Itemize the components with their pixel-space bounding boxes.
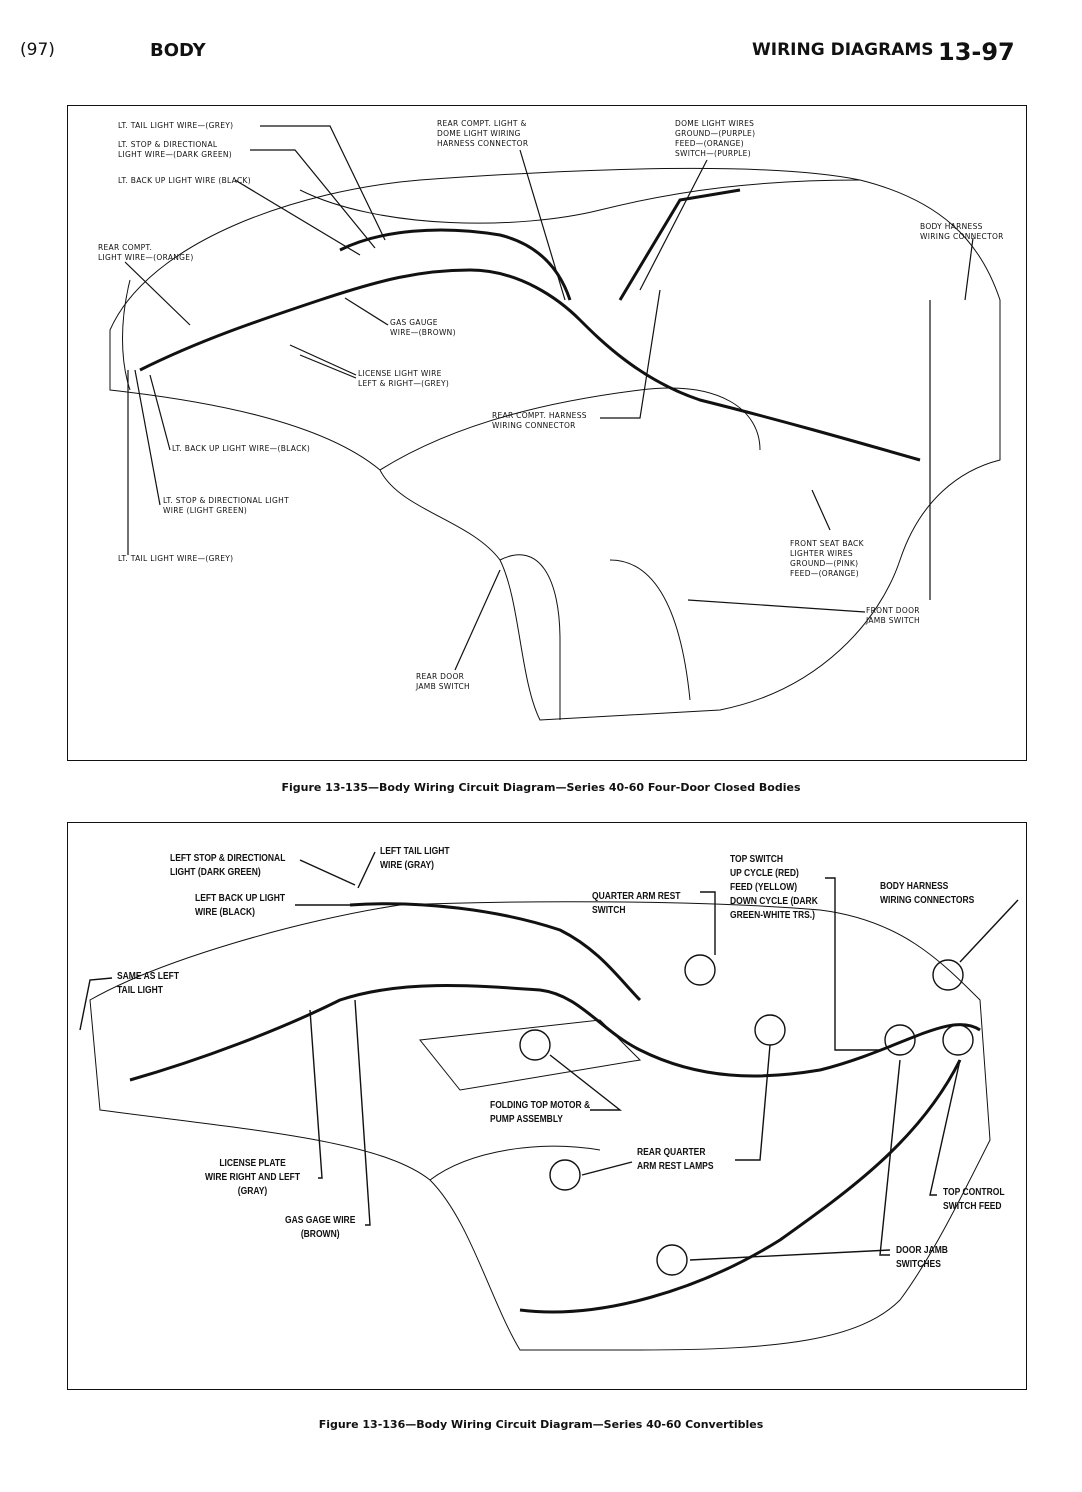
fig1-label-front-door-jamb: FRONT DOOR JAMB SWITCH [866,606,920,625]
chapter-title: WIRING DIAGRAMS [752,40,934,60]
fig1-label-lt-stop-directional: LT. STOP & DIRECTIONAL LIGHT WIRE—(DARK … [118,140,233,159]
fig1-label-lt-tail-light: LT. TAIL LIGHT WIRE—(GREY) [118,554,234,563]
fig2-label-top-switch: TOP SWITCH UP CYCLE (RED) FEED (YELLOW) … [730,854,818,921]
fig1-label-rear-compt-light: REAR COMPT. LIGHT WIRE—(ORANGE) [98,243,194,262]
fig2-label-folding-top-motor: FOLDING TOP MOTOR & PUMP ASSEMBLY [490,1100,591,1125]
fig2-label-left-tail-light: LEFT TAIL LIGHT WIRE (GRAY) [380,846,450,871]
figure-13-135-caption: Figure 13-135—Body Wiring Circuit Diagra… [281,781,801,794]
page-ref: (97) [20,40,55,60]
fig1-label-license-light: LICENSE LIGHT WIRE LEFT & RIGHT—(GREY) [358,369,450,388]
fig2-label-same-as-left: SAME AS LEFT TAIL LIGHT [117,971,180,996]
fig2-label-left-stop-directional: LEFT STOP & DIRECTIONAL LIGHT (DARK GREE… [170,853,286,878]
fig1-label-rear-compt-harness: REAR COMPT. HARNESS WIRING CONNECTOR [492,411,587,430]
figure-13-136-caption: Figure 13-136—Body Wiring Circuit Diagra… [318,1418,764,1431]
fig2-label-left-back-up: LEFT BACK UP LIGHT WIRE (BLACK) [195,893,286,918]
section-title: BODY [150,40,206,61]
fig1-label-dome-light-wires: DOME LIGHT WIRES GROUND—(PURPLE) FEED—(O… [675,119,756,158]
fig1-label-lt-tail-light-top: LT. TAIL LIGHT WIRE—(GREY) [118,121,234,130]
fig1-label-gas-gauge: GAS GAUGE WIRE—(BROWN) [390,318,456,337]
fig1-label-lt-stop-light-green: LT. STOP & DIRECTIONAL LIGHT WIRE (LIGHT… [163,496,289,515]
figure-13-135-drawing [109,125,1001,721]
fig2-label-body-harness: BODY HARNESS WIRING CONNECTORS [880,881,975,906]
fig1-label-body-harness: BODY HARNESS WIRING CONNECTOR [920,222,1004,241]
page-number: 13-97 [938,38,1015,66]
fig2-label-quarter-arm-rest-switch: QUARTER ARM REST SWITCH [592,891,681,916]
figure-13-136-frame [67,822,1027,1390]
fig1-label-rear-compt-connector: REAR COMPT. LIGHT & DOME LIGHT WIRING HA… [437,119,529,148]
fig1-label-rear-door-jamb: REAR DOOR JAMB SWITCH [416,672,470,691]
fig2-label-top-control-feed: TOP CONTROL SWITCH FEED [943,1187,1005,1212]
fig1-label-front-seat-lighter: FRONT SEAT BACK LIGHTER WIRES GROUND—(PI… [790,539,864,578]
fig2-label-rear-quarter-lamps: REAR QUARTER ARM REST LAMPS [637,1147,714,1172]
fig1-label-lt-back-up: LT. BACK UP LIGHT WIRE—(BLACK) [172,444,311,453]
fig2-label-gas-gage: GAS GAGE WIRE (BROWN) [285,1215,356,1240]
fig2-label-license-plate: LICENSE PLATE WIRE RIGHT AND LEFT (GRAY) [205,1158,301,1197]
figure-13-135-frame [67,105,1027,761]
fig1-label-lt-back-up-top: LT. BACK UP LIGHT WIRE (BLACK) [118,176,251,185]
fig2-label-door-jamb-switches: DOOR JAMB SWITCHES [896,1245,948,1270]
